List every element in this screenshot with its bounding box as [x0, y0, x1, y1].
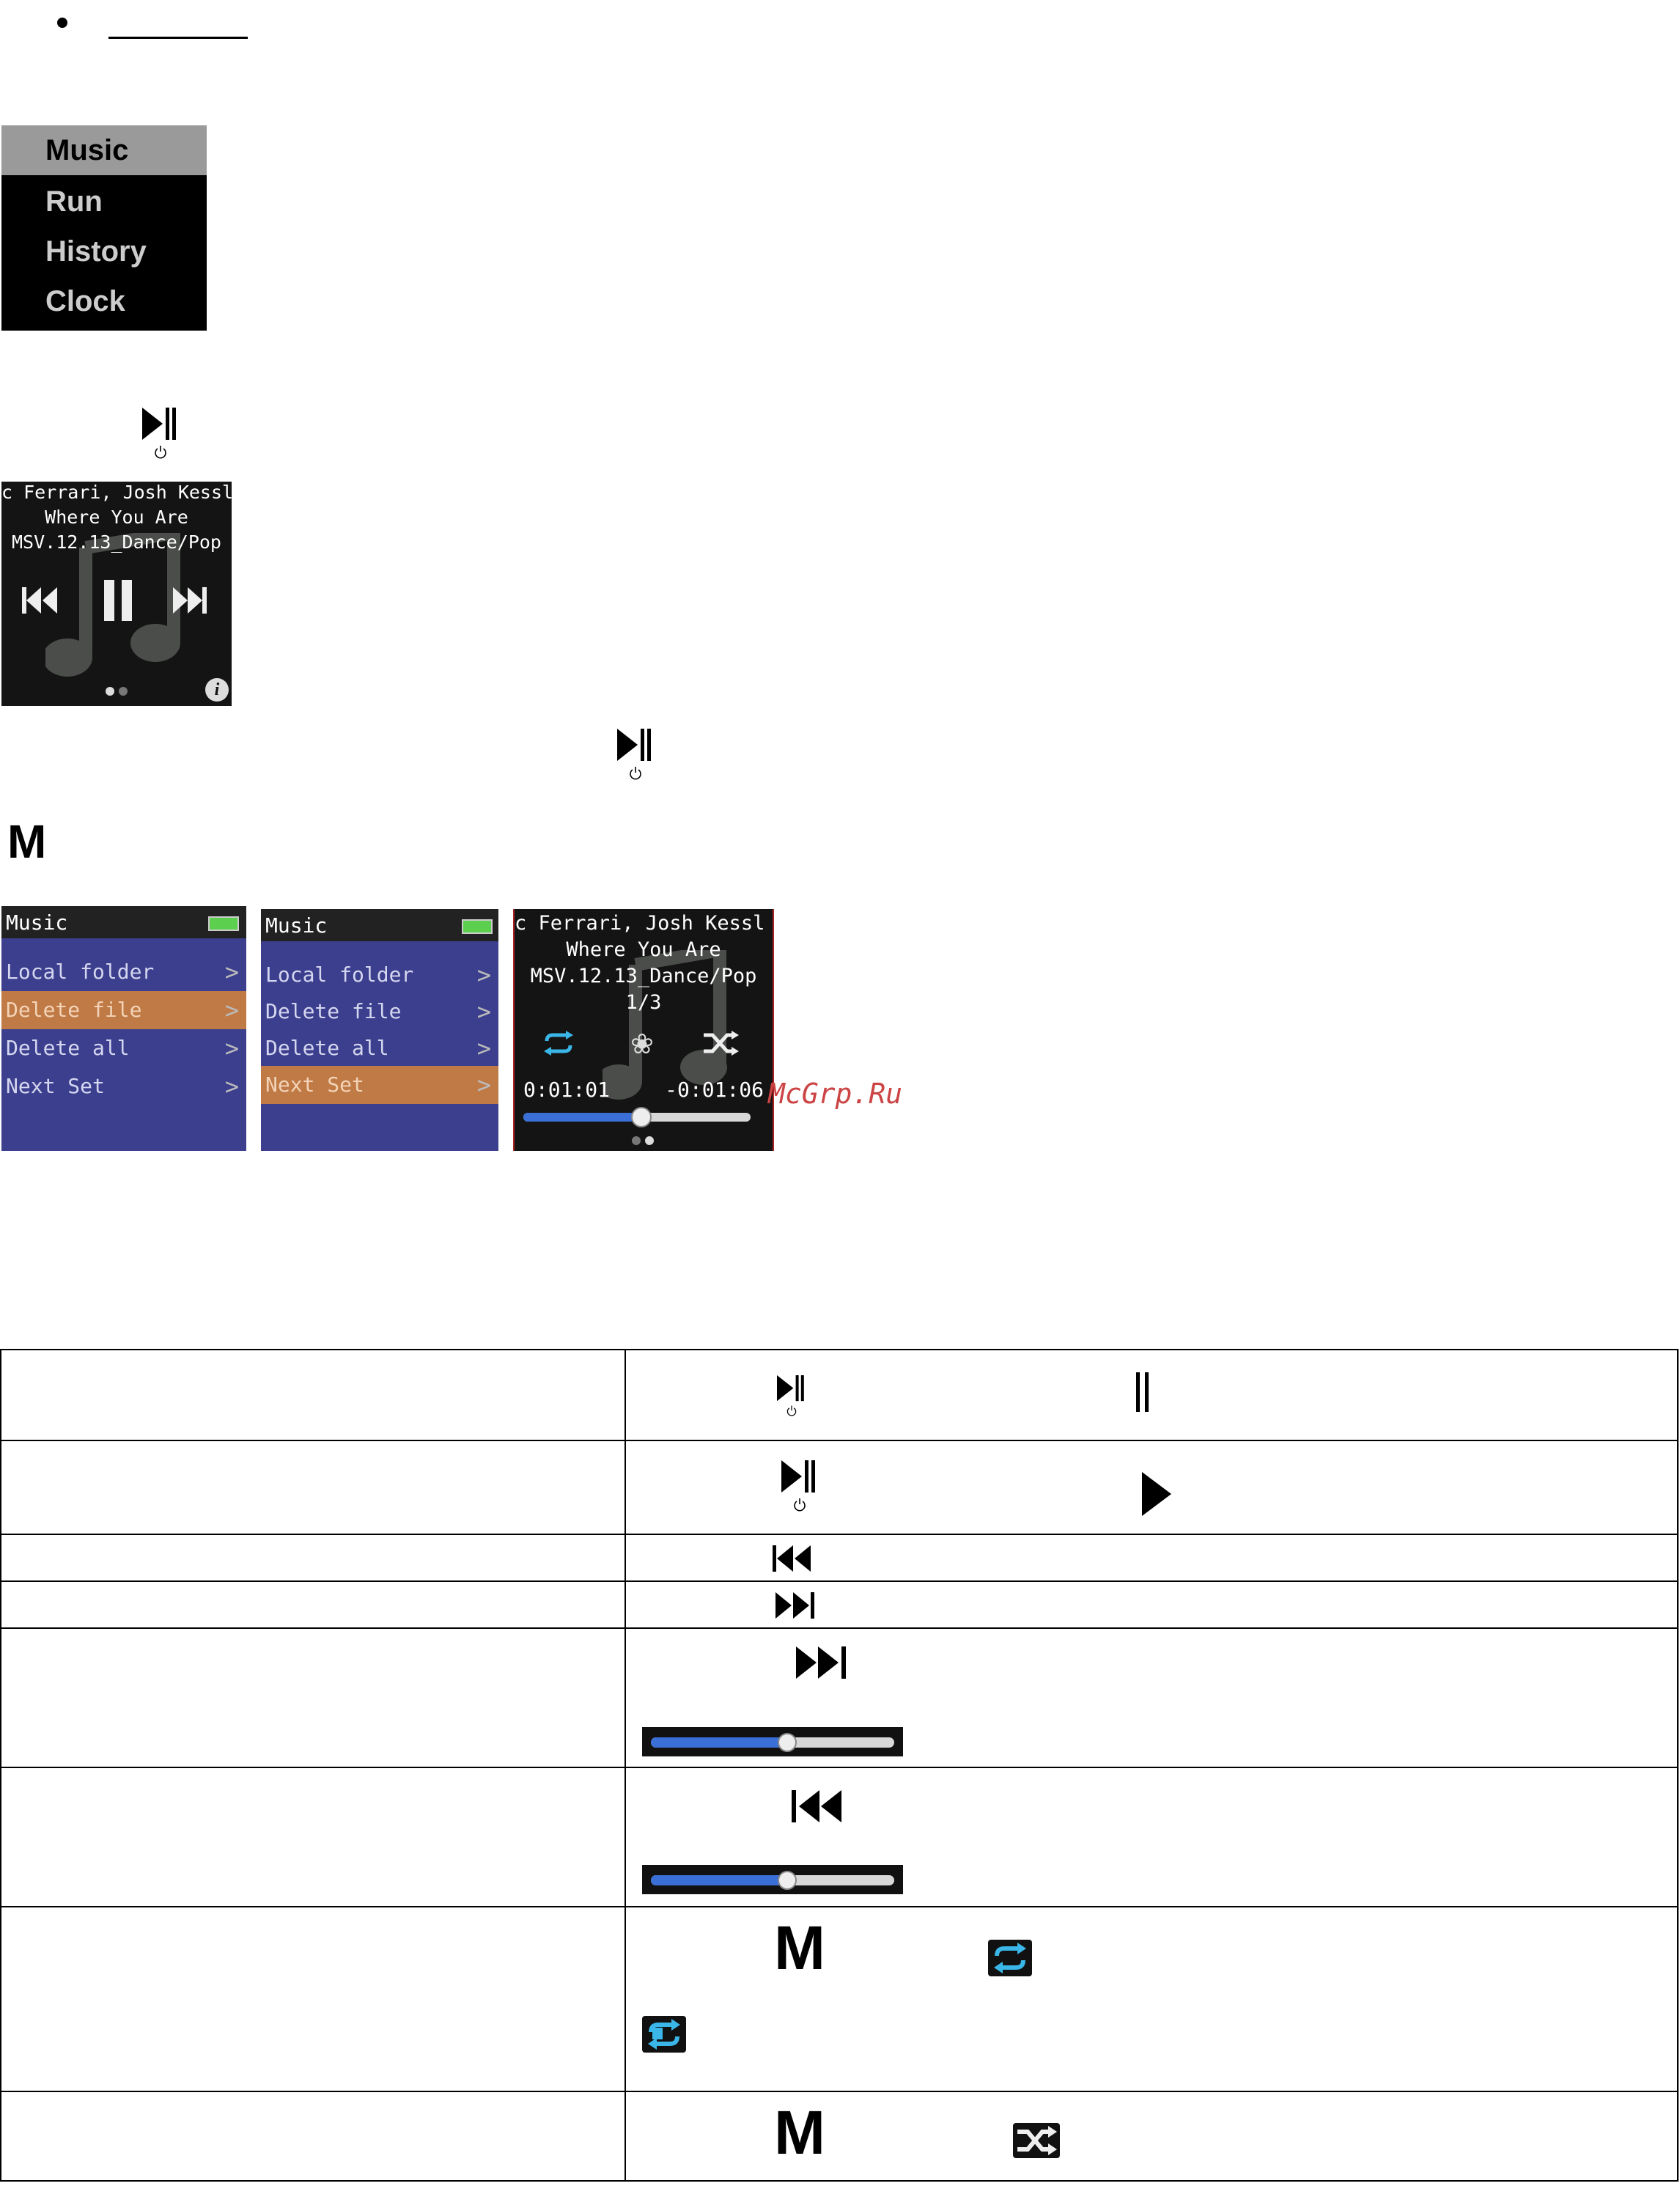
previous-icon[interactable]: [22, 586, 59, 615]
pause-bar-icon: [1136, 1372, 1140, 1412]
table-cell: [0, 1627, 626, 1768]
info-icon[interactable]: i: [205, 678, 229, 702]
table-row: [0, 1627, 1679, 1768]
page-dot: [632, 1136, 641, 1145]
now-playing-screen-2: c Ferrari, Josh Kessl Where You Are MSV.…: [513, 909, 774, 1151]
table-cell: [625, 1767, 1679, 1907]
page-dot-active: [645, 1136, 654, 1145]
list-item[interactable]: Next Set>: [261, 1066, 498, 1104]
table-row: [0, 1767, 1679, 1907]
table-row: [0, 1580, 1679, 1629]
play-icon: [1142, 1472, 1171, 1516]
page-dot-active: [106, 687, 114, 696]
shuffle-icon[interactable]: [702, 1031, 740, 1056]
table-cell: [0, 1767, 626, 1907]
page-dot: [119, 687, 128, 696]
play-pause-power-icon: [777, 1375, 810, 1418]
music-menu-screen-2: Music Local folder> Delete file> Delete …: [261, 909, 498, 1151]
fast-forward-icon: [796, 1646, 846, 1679]
list-item[interactable]: Delete all>: [265, 1034, 491, 1062]
progress-slider: [642, 1865, 903, 1894]
elapsed-time: 0:01:01: [523, 1078, 611, 1102]
list-item[interactable]: Local folder>: [265, 961, 491, 989]
previous-icon: [773, 1545, 811, 1572]
menu-item-history[interactable]: History: [45, 235, 147, 268]
table-cell: [625, 1534, 1679, 1582]
table-cell: [0, 1349, 626, 1441]
list-item[interactable]: Next Set>: [6, 1072, 239, 1100]
shuffle-icon: [1013, 2123, 1060, 2158]
remaining-time: -0:01:06: [665, 1078, 764, 1102]
menu-item-run[interactable]: Run: [45, 185, 103, 218]
mode-button-glyph: M: [774, 1913, 825, 1982]
table-cell: [0, 1906, 626, 2092]
artist-text: c Ferrari, Josh Kessl: [515, 912, 765, 935]
screen-header: Music: [6, 910, 68, 935]
progress-slider[interactable]: [523, 1107, 751, 1127]
bullet-dot: [57, 18, 67, 28]
list-item[interactable]: Delete all>: [6, 1034, 239, 1062]
play-pause-power-icon: [142, 408, 183, 460]
main-menu-screen: Music Run History Clock: [1, 125, 207, 331]
menu-item-clock[interactable]: Clock: [45, 285, 125, 317]
album-text: MSV.12.13_Dance/Pop: [12, 531, 221, 553]
repeat-one-icon: [642, 2016, 686, 2053]
menu-item-music[interactable]: Music: [1, 125, 207, 175]
play-pause-power-icon: [781, 1460, 822, 1513]
table-cell: [625, 1440, 1679, 1535]
artist-text: c Ferrari, Josh Kessl: [1, 482, 232, 503]
song-title-text: Where You Are: [45, 507, 188, 528]
song-title-text: Where You Are: [566, 938, 721, 961]
mode-button-glyph: M: [774, 2098, 825, 2167]
battery-icon: [462, 919, 493, 934]
repeat-icon[interactable]: [541, 1031, 576, 1056]
table-row: [0, 1440, 1679, 1535]
list-item[interactable]: Local folder>: [6, 958, 239, 986]
screen-header: Music: [265, 913, 328, 938]
table-cell: M: [625, 2091, 1679, 2182]
music-note-icon: [603, 950, 727, 1100]
album-text: MSV.12.13_Dance/Pop: [530, 965, 757, 987]
table-cell: [0, 1440, 626, 1535]
play-pause-power-icon: [617, 729, 658, 781]
repeat-icon: [988, 1940, 1032, 1976]
now-playing-screen: c Ferrari, Josh Kessl Where You Are MSV.…: [1, 482, 232, 706]
mode-button-glyph: M: [7, 815, 47, 868]
table-cell: [0, 2091, 626, 2182]
table-row: M: [0, 2091, 1679, 2182]
controls-table: M M: [0, 1349, 1679, 2182]
track-counter: 1/3: [625, 991, 662, 1014]
list-item[interactable]: Delete file>: [1, 991, 246, 1029]
table-row: [0, 1349, 1679, 1441]
table-row: [0, 1534, 1679, 1582]
progress-slider: [642, 1727, 903, 1756]
table-cell: [0, 1580, 626, 1629]
table-row: M: [0, 1906, 1679, 2092]
table-cell: [625, 1580, 1679, 1629]
music-menu-screen-1: Music Local folder> Delete file> Delete …: [1, 906, 246, 1151]
music-note-icon: [45, 533, 180, 677]
list-item[interactable]: Delete file>: [265, 998, 491, 1026]
next-icon[interactable]: [172, 586, 208, 615]
eq-flower-icon[interactable]: ❀: [630, 1028, 654, 1060]
watermark-text: McGrp.Ru: [768, 1078, 903, 1110]
table-cell: M: [625, 1906, 1679, 2092]
rewind-icon: [792, 1790, 841, 1822]
pause-icon[interactable]: [104, 580, 133, 621]
bullet-underline: [108, 37, 248, 39]
next-icon: [775, 1592, 814, 1619]
table-cell: [0, 1534, 626, 1582]
battery-icon: [208, 916, 239, 931]
table-cell: [625, 1349, 1679, 1441]
table-cell: [625, 1627, 1679, 1768]
